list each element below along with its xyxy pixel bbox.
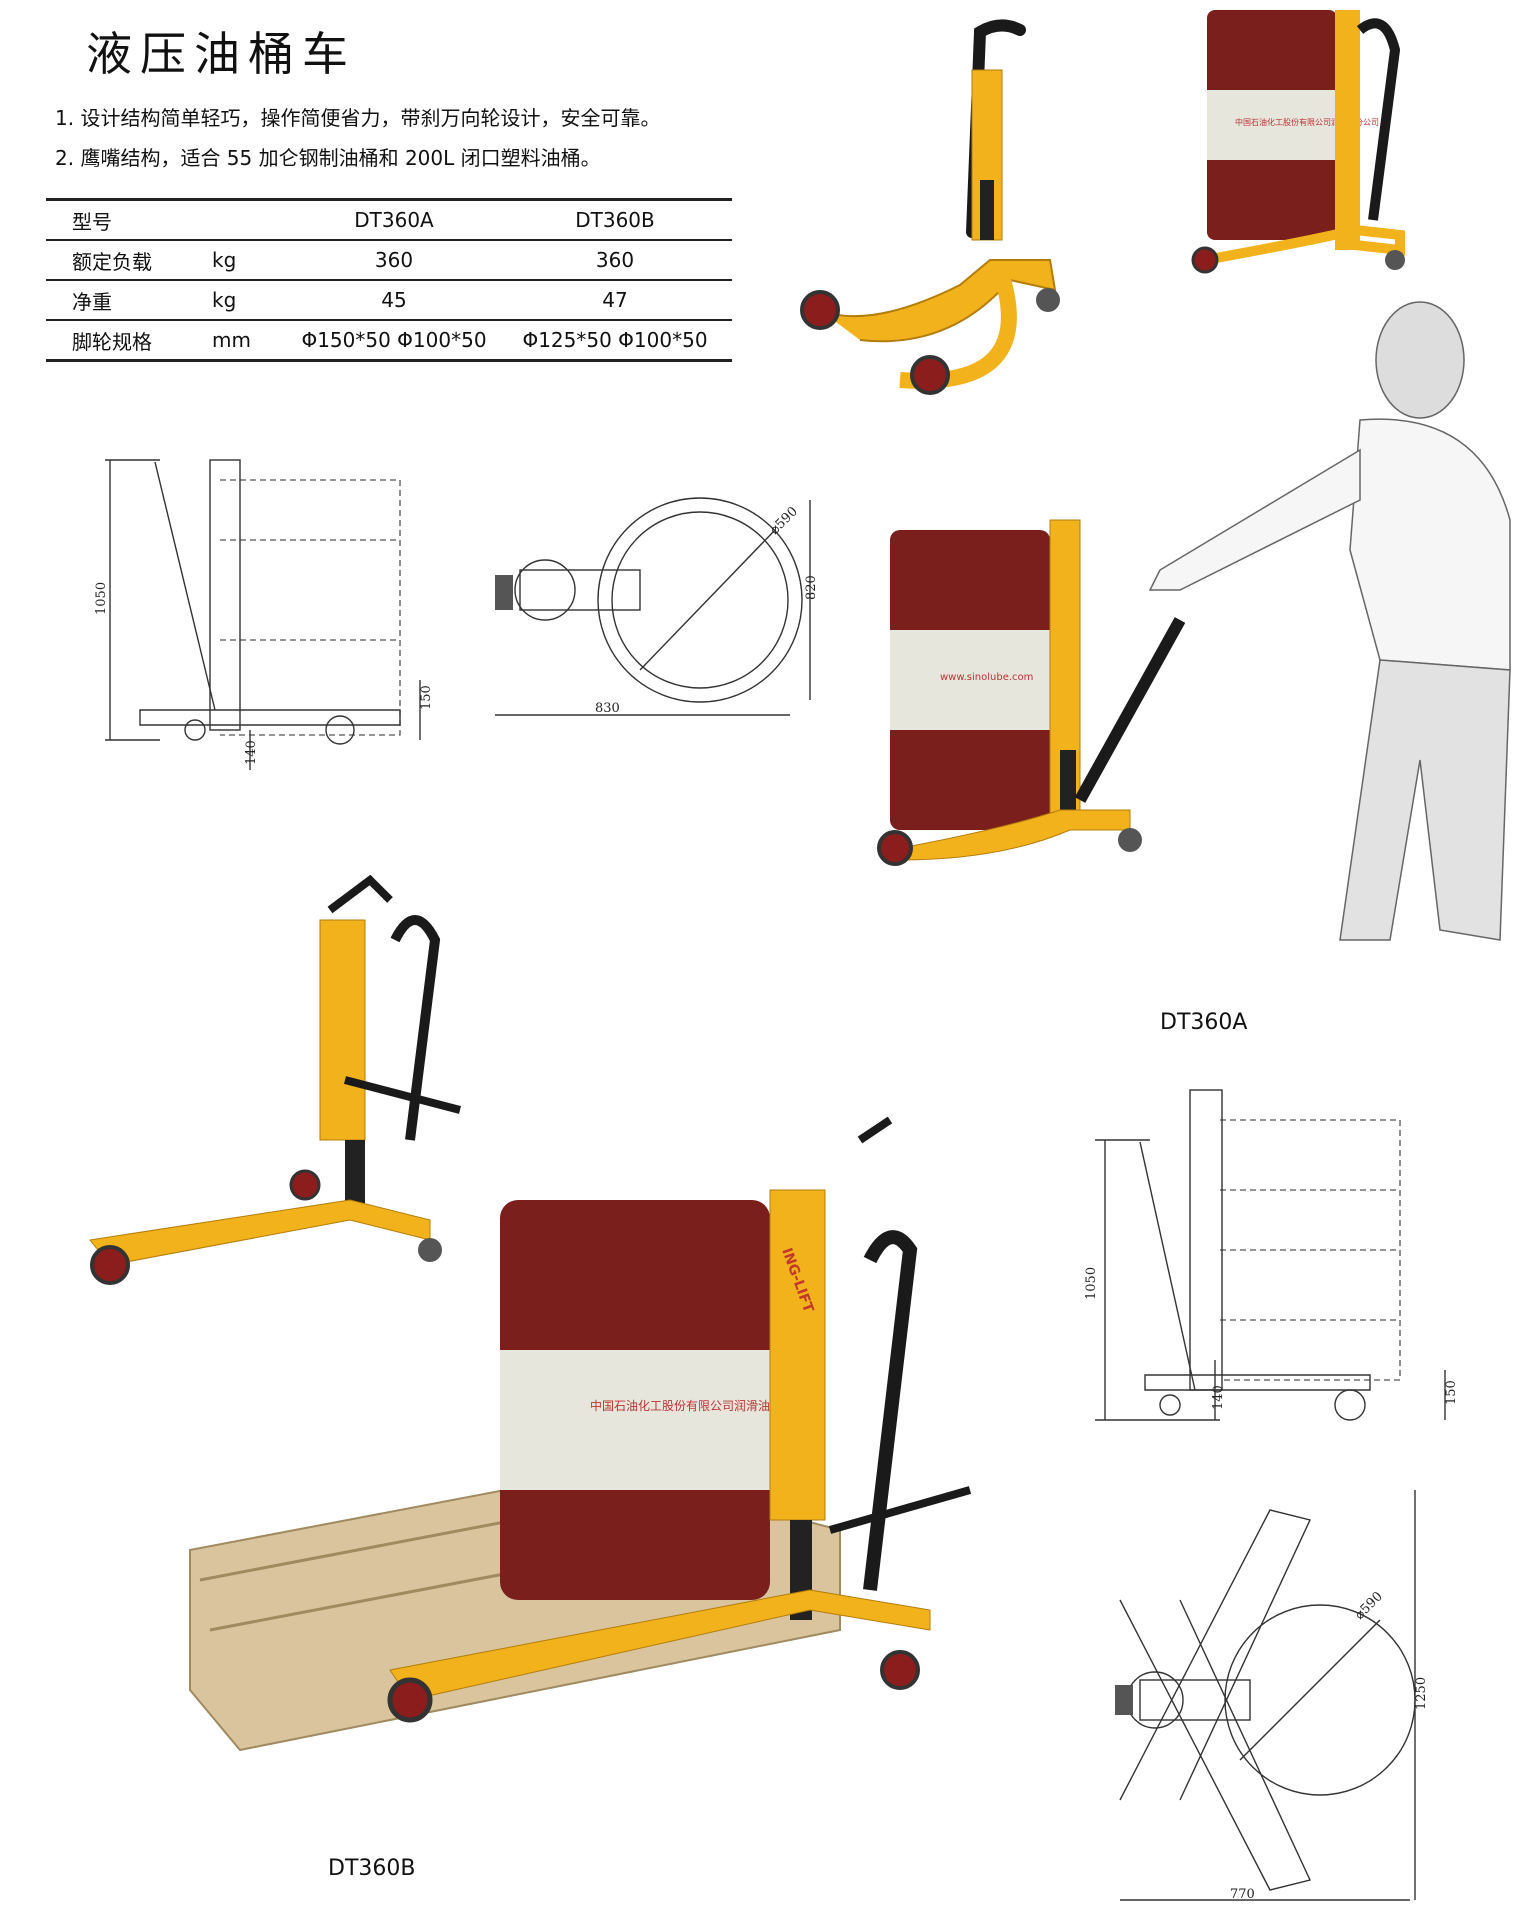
row-label: 净重 bbox=[72, 289, 112, 314]
top-view-drawing-a: ⌀590 830 820 bbox=[495, 497, 819, 716]
header-model-a: DT360A bbox=[354, 208, 434, 232]
dim-depth: 820 bbox=[804, 575, 819, 600]
table-row: 净重 kg 45 47 bbox=[46, 280, 732, 320]
dim-base-b: 140 bbox=[1211, 1385, 1226, 1410]
spec-table: 型号 DT360A DT360B 额定负载 kg 360 360 净重 kg 4… bbox=[46, 198, 732, 362]
table-row: 脚轮规格 mm Φ150*50 Φ100*50 Φ125*50 Φ100*50 bbox=[46, 320, 732, 361]
feature-1: 1. 设计结构简单轻巧，操作简便省力，带刹万向轮设计，安全可靠。 bbox=[55, 106, 661, 130]
row-unit: kg bbox=[212, 288, 237, 312]
row-value-a: Φ150*50 Φ100*50 bbox=[301, 328, 487, 352]
drum-text: 中国石油化工股份有限公司润滑油分公司 bbox=[1235, 117, 1379, 127]
dim-diameter-b: ⌀590 bbox=[1352, 1589, 1386, 1623]
dim-width-b: 770 bbox=[1230, 1887, 1255, 1902]
caption-model-b: DT360B bbox=[328, 1856, 416, 1881]
feature-2: 2. 鹰嘴结构，适合 55 加仑钢制油桶和 200L 闭口塑料油桶。 bbox=[55, 146, 601, 170]
table-row: 额定负载 kg 360 360 bbox=[46, 240, 732, 280]
dim-height-b: 1050 bbox=[1084, 1267, 1099, 1300]
caption-model-a: DT360A bbox=[1160, 1010, 1248, 1035]
dim-base: 140 bbox=[244, 740, 259, 765]
row-value-b: Φ125*50 Φ100*50 bbox=[522, 328, 708, 352]
header-unit bbox=[212, 200, 290, 241]
truck-a-empty-photo bbox=[800, 19, 1060, 395]
dim-width: 830 bbox=[595, 701, 620, 716]
row-value-b: 47 bbox=[602, 288, 628, 312]
row-unit: kg bbox=[212, 248, 237, 272]
row-value-a: 360 bbox=[374, 248, 414, 272]
truck-b-empty-photo bbox=[89, 874, 462, 1285]
truck-b-loaded-photo: 中国石油化工股份有限公司润滑油分公司 ING-LIFT bbox=[189, 1116, 972, 1752]
top-view-drawing-b: ⌀590 1250 770 bbox=[1115, 1490, 1429, 1902]
header-model-b: DT360B bbox=[575, 208, 655, 232]
row-value-b: 360 bbox=[595, 248, 635, 272]
dim-height: 1050 bbox=[94, 582, 109, 615]
dim-wheel-top: 150 bbox=[419, 685, 434, 710]
dim-diameter: ⌀590 bbox=[767, 504, 801, 538]
row-value-a: 45 bbox=[381, 288, 407, 312]
side-view-drawing-b: 1050 140 150 bbox=[1084, 1089, 1459, 1421]
dim-depth-b: 1250 bbox=[1414, 1677, 1429, 1710]
row-label: 额定负载 bbox=[72, 249, 152, 274]
page-title: 液压油桶车 bbox=[86, 27, 356, 81]
spec-header-row: 型号 DT360A DT360B bbox=[46, 199, 732, 241]
row-label: 脚轮规格 bbox=[72, 329, 152, 354]
side-view-drawing-a: 1050 150 140 bbox=[94, 459, 434, 770]
header-label: 型号 bbox=[72, 209, 112, 234]
row-unit: mm bbox=[212, 328, 251, 352]
dim-wheel-top-b: 150 bbox=[1444, 1380, 1459, 1405]
person-with-truck-photo: www.sinolube.com bbox=[877, 301, 1511, 941]
truck-a-loaded-photo: 中国石油化工股份有限公司润滑油分公司 bbox=[1191, 10, 1405, 274]
drum-text: 中国石油化工股份有限公司润滑油分公司 bbox=[590, 1398, 806, 1413]
drum-text: www.sinolube.com bbox=[940, 672, 1033, 683]
